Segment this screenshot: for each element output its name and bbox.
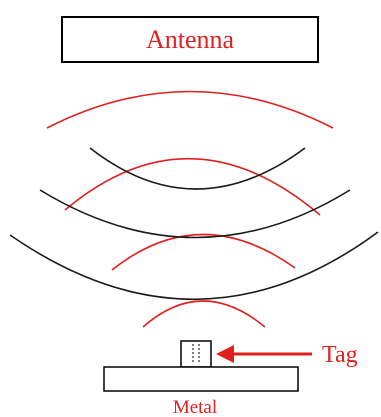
reflected-wave-3 xyxy=(9,231,379,300)
metal: Metal xyxy=(103,366,299,417)
tag-label: Tag xyxy=(322,342,358,368)
reflected-waves xyxy=(9,147,379,300)
tag-chip xyxy=(180,340,212,368)
metal-label: Metal xyxy=(173,397,217,417)
antenna-label: Antenna xyxy=(146,25,235,54)
incident-wave-4 xyxy=(142,300,266,328)
reflected-wave-1 xyxy=(89,147,306,190)
incident-wave-2 xyxy=(64,157,321,216)
antenna-box xyxy=(61,16,319,63)
incident-wave-3 xyxy=(111,233,296,271)
incident-wave-1 xyxy=(46,90,334,129)
incident-waves xyxy=(46,90,334,328)
metal-plate xyxy=(103,366,299,392)
tag xyxy=(180,340,212,368)
antenna: Antenna xyxy=(61,16,319,63)
reflected-wave-2 xyxy=(39,189,351,239)
tag-arrow-head xyxy=(216,345,234,363)
tag-arrow: Tag xyxy=(216,342,358,368)
